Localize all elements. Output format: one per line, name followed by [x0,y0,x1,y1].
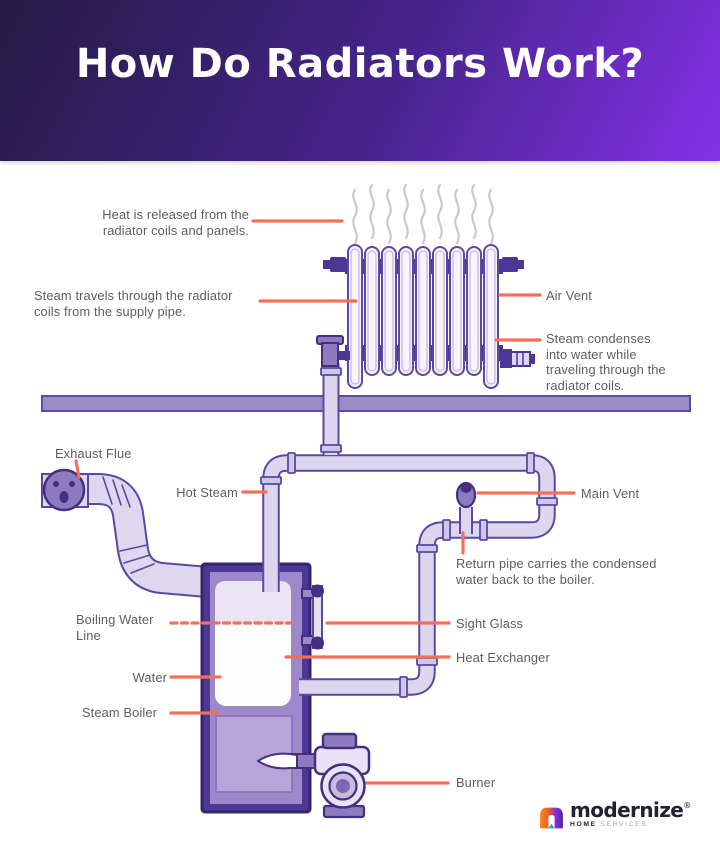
logo-tagline: HOME SERVICES [570,821,691,829]
logo-tagline-services: SERVICES [600,821,648,828]
label-steam-condenses: Steam condenses into water while traveli… [546,331,666,393]
header-banner: How Do Radiators Work? [0,0,720,161]
label-exhaust-flue: Exhaust Flue [55,446,132,461]
label-air-vent: Air Vent [546,288,593,303]
floor [41,395,691,412]
label-main-vent: Main Vent [581,486,640,501]
label-steam-boiler: Steam Boiler [82,705,158,720]
burner-icon [257,732,371,819]
radiator-valve-icon [316,335,350,367]
label-steam-travels: Steam travels through the radiator coils… [34,288,233,319]
pipe-loop [262,454,556,696]
label-water: Water [132,670,167,685]
label-hot-steam: Hot Steam [176,485,238,500]
sight-glass [301,584,324,650]
label-burner: Burner [456,775,496,790]
modernize-logo-icon [540,807,563,829]
label-boiling-water-line: Boiling Water Line [76,612,154,643]
label-sight-glass: Sight Glass [456,616,524,631]
radiator [316,244,535,389]
main-vent-icon [455,481,477,509]
leader-exhaust-flue [74,459,81,479]
pipe-collars [260,367,558,698]
label-return-pipe: Return pipe carries the condensed water … [456,556,657,587]
logo-brand: modernize [570,798,684,822]
logo-text: modernize® HOME SERVICES [570,800,691,829]
logo-wordmark: modernize® [570,800,691,820]
exhaust-flue-vent-icon [42,468,86,512]
brand-logo: modernize® HOME SERVICES [538,800,691,831]
logo-tagline-home: HOME [570,821,597,828]
steam-boiler [200,562,312,814]
steam-waves-icon [352,183,494,245]
page-title: How Do Radiators Work? [75,41,645,87]
label-heat-released: Heat is released from the radiator coils… [102,207,249,238]
label-heat-exchanger: Heat Exchanger [456,650,550,665]
logo-registered-mark: ® [683,801,692,810]
leader-lines [74,219,576,785]
